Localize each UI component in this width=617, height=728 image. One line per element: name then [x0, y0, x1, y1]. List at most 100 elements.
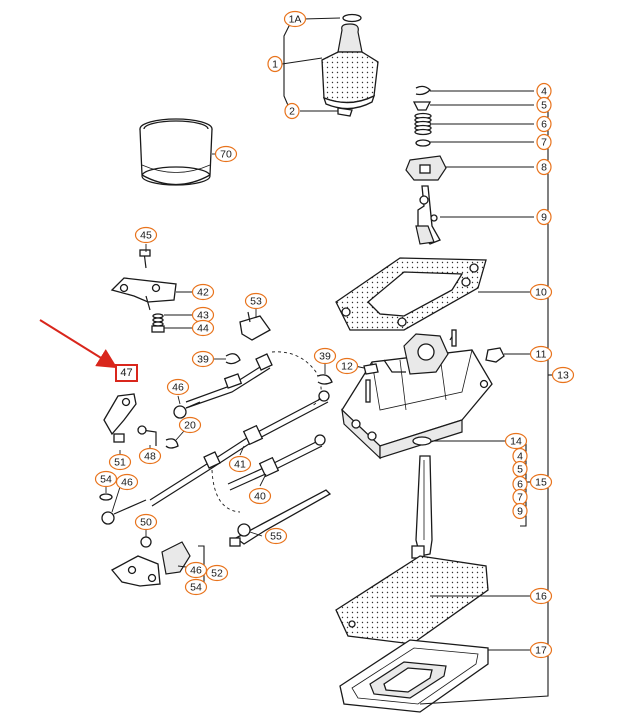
- callout-55[interactable]: 55: [264, 527, 288, 545]
- callout-4[interactable]: 4: [536, 82, 552, 100]
- callout-oval: [228, 455, 252, 473]
- callout-label: 54: [190, 582, 202, 594]
- callout-oval: [191, 283, 215, 301]
- plate-part-16: [335, 555, 489, 645]
- callout-7[interactable]: 7: [536, 133, 552, 151]
- callout-8[interactable]: 8: [536, 158, 552, 176]
- callout-70[interactable]: 70: [214, 145, 238, 163]
- callout-48[interactable]: 48: [138, 447, 162, 465]
- callout-2[interactable]: 2: [284, 102, 300, 120]
- callout-54[interactable]: 54: [184, 578, 208, 596]
- callout-oval: [284, 102, 300, 120]
- callout-oval: [335, 357, 359, 375]
- callout-39[interactable]: 39: [191, 350, 215, 368]
- callout-13[interactable]: 13: [551, 366, 575, 384]
- callout-oval: [191, 319, 215, 337]
- callout-label: 5: [541, 100, 547, 112]
- callout-14[interactable]: 14: [504, 432, 528, 450]
- callout-oval: [115, 473, 139, 491]
- highlight-label[interactable]: 47: [120, 367, 132, 379]
- callout-6[interactable]: 6: [512, 475, 528, 493]
- circlip-part: [415, 85, 431, 96]
- callout-46[interactable]: 46: [166, 378, 190, 396]
- callout-39[interactable]: 39: [313, 347, 337, 365]
- callout-16[interactable]: 16: [529, 587, 553, 605]
- callout-oval: [178, 416, 202, 434]
- callout-53[interactable]: 53: [244, 292, 268, 310]
- frame-part-17: [339, 639, 489, 713]
- callout-label: 39: [319, 351, 331, 363]
- callout-label: 50: [140, 517, 152, 529]
- callout-10[interactable]: 10: [529, 283, 553, 301]
- callout-oval: [184, 561, 208, 579]
- callout-9[interactable]: 9: [536, 208, 552, 226]
- callout-11[interactable]: 11: [529, 345, 553, 363]
- callout-46[interactable]: 46: [184, 561, 208, 579]
- nut-part: [485, 347, 505, 363]
- callout-label: 6: [541, 119, 547, 131]
- callout-1[interactable]: 1: [267, 55, 283, 73]
- callout-label: 46: [121, 477, 133, 489]
- callout-label: 7: [541, 137, 547, 149]
- callout-4[interactable]: 4: [512, 447, 528, 465]
- spring-part: [414, 112, 432, 136]
- callout-52[interactable]: 52: [205, 564, 229, 582]
- callout-46[interactable]: 46: [115, 473, 139, 491]
- cup-part: [412, 101, 432, 111]
- callout-oval: [134, 226, 158, 244]
- callout-label: 7: [517, 492, 523, 504]
- callout-oval: [551, 366, 575, 384]
- callout-41[interactable]: 41: [228, 455, 252, 473]
- callout-label: 1A: [289, 14, 302, 26]
- highlight-box: [115, 364, 138, 382]
- callout-oval: [529, 473, 553, 491]
- callout-label: 17: [535, 645, 547, 657]
- callout-label: 6: [517, 479, 523, 491]
- callout-label: 11: [536, 349, 547, 361]
- callout-17[interactable]: 17: [529, 641, 553, 659]
- callout-5[interactable]: 5: [512, 460, 528, 478]
- callout-54[interactable]: 54: [94, 470, 118, 488]
- callout-45[interactable]: 45: [134, 226, 158, 244]
- callout-6[interactable]: 6: [536, 115, 552, 133]
- callout-oval: [504, 432, 528, 450]
- callout-51[interactable]: 51: [108, 453, 132, 471]
- callout-label: 70: [220, 149, 232, 161]
- highlight-indicator: 47: [39, 319, 138, 382]
- callout-oval: [166, 378, 190, 396]
- callout-oval: [214, 145, 238, 163]
- callout-oval: [283, 10, 307, 28]
- callout-12[interactable]: 12: [335, 357, 359, 375]
- callout-label: 40: [254, 491, 266, 503]
- callout-label: 5: [517, 464, 523, 476]
- callout-oval: [184, 578, 208, 596]
- callout-label: 14: [510, 436, 522, 448]
- upper-lever-parts: [405, 85, 447, 245]
- callout-7[interactable]: 7: [512, 488, 528, 506]
- callout-5[interactable]: 5: [536, 96, 552, 114]
- callout-oval: [529, 587, 553, 605]
- callout-label: 1: [272, 59, 278, 71]
- callout-1A[interactable]: 1A: [283, 10, 307, 28]
- callout-42[interactable]: 42: [191, 283, 215, 301]
- callout-label: 51: [114, 457, 126, 469]
- callout-oval: [191, 350, 215, 368]
- callout-label: 13: [557, 370, 569, 382]
- callout-44[interactable]: 44: [191, 319, 215, 337]
- ring-part: [342, 13, 362, 23]
- pointer-arrow: [39, 319, 118, 369]
- callout-oval: [529, 641, 553, 659]
- callout-oval: [138, 447, 162, 465]
- callout-9[interactable]: 9: [512, 502, 528, 520]
- callout-oval: [248, 487, 272, 505]
- callout-43[interactable]: 43: [191, 306, 215, 324]
- callout-label: 45: [140, 230, 152, 242]
- callout-20[interactable]: 20: [178, 416, 202, 434]
- callout-15[interactable]: 15: [529, 473, 553, 491]
- callout-oval: [536, 158, 552, 176]
- callout-40[interactable]: 40: [248, 487, 272, 505]
- callout-label: 53: [250, 296, 262, 308]
- callout-50[interactable]: 50: [134, 513, 158, 531]
- gasket-part-10: [335, 257, 487, 331]
